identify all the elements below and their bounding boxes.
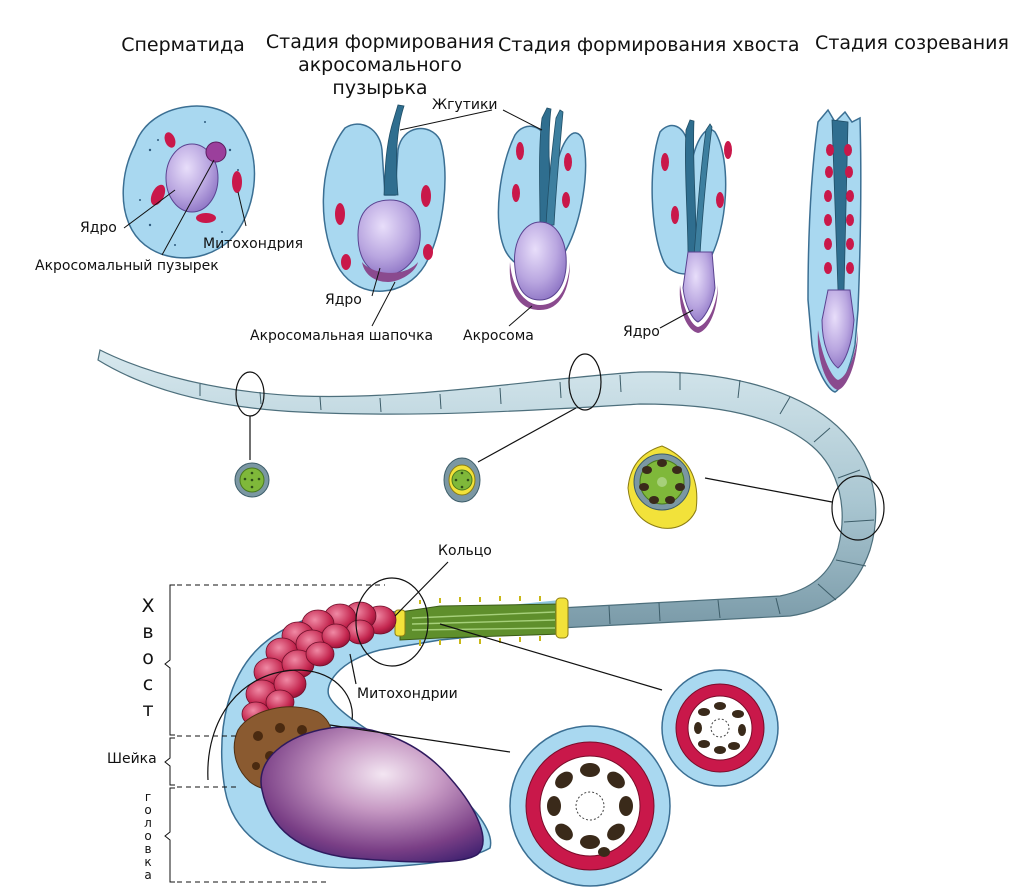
acrosomal-vesicle-cell — [322, 104, 446, 292]
tail-formation-cell — [497, 107, 587, 310]
cross-section-principal — [443, 457, 481, 503]
region-letter: т — [142, 699, 154, 721]
cross-section-endpiece — [234, 462, 270, 498]
label-nucleus-spermatid: Ядро — [80, 220, 117, 236]
cross-section-midpiece-medium — [661, 669, 779, 787]
region-letter: к — [144, 855, 152, 869]
stage-title-spermatid: Сперматида — [121, 34, 245, 56]
region-brackets — [164, 584, 385, 883]
acrosomal-vesicle-leaders — [371, 267, 396, 327]
stage-title-tail: Стадия формирования хвоста — [498, 34, 800, 56]
region-letter: а — [144, 868, 152, 882]
label-neck: Шейка — [107, 751, 157, 767]
section-markers — [235, 353, 885, 541]
label-acrosomal-vesicle: Акросомальный пузырек — [35, 258, 219, 274]
stage-title-acrosomal-vesicle: Стадия формирования акросомального пузыр… — [265, 31, 495, 99]
label-acrosome: Акросома — [463, 328, 534, 344]
label-nucleus-stage4: Ядро — [623, 324, 660, 340]
elongating-cell — [651, 119, 732, 333]
label-nucleus-stage2: Ядро — [325, 292, 362, 308]
stage-title-maturation: Стадия созревания — [815, 32, 1009, 54]
region-letter: Х — [141, 595, 155, 617]
spermatid-cell — [122, 105, 256, 259]
region-letter: с — [142, 673, 154, 695]
region-letter: о — [144, 803, 152, 817]
cross-section-midpiece-yellow — [627, 445, 698, 529]
region-letter: г — [144, 790, 152, 804]
maturation-cell — [807, 108, 862, 393]
label-mitochondrion: Митохондрия — [203, 236, 303, 252]
mature-tail — [97, 349, 877, 629]
label-flagella: Жгутики — [432, 97, 498, 113]
region-letter: в — [144, 842, 152, 856]
region-letter: о — [142, 647, 154, 669]
stage4-leaders — [659, 309, 694, 329]
label-acrosomal-cap: Акросомальная шапочка — [250, 328, 434, 344]
region-letter: л — [144, 816, 152, 830]
label-ring: Кольцо — [438, 543, 492, 559]
cross-section-midpiece-large — [509, 725, 671, 887]
region-letter: в — [142, 621, 154, 643]
label-mitochondria: Митохондрии — [357, 686, 458, 702]
tail-stage-leaders — [399, 109, 543, 327]
spermatid-leaders — [123, 159, 247, 256]
region-letter: о — [144, 829, 152, 843]
enlarged-leaders — [207, 561, 663, 781]
